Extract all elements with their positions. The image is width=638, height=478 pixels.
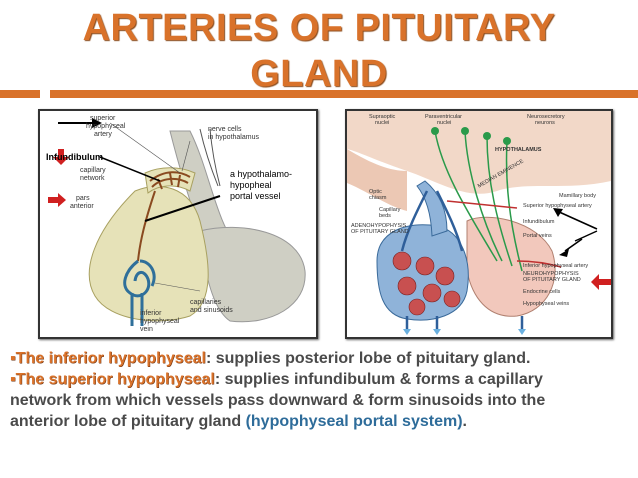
paragraph-superior-line-3: anterior lobe of pituitary gland (hypoph… [10,411,630,432]
bullet-2: ▪ [10,371,16,388]
right-diagram-svg [347,111,611,335]
rlabel-inferior-artery: Inferior hypophyseal artery [523,263,589,269]
paragraph-superior-line-2: network from which vessels pass downward… [10,392,546,409]
rlabel-neurosecretory: Neurosecretory [527,114,565,120]
label-in-hypothalamus: in hypothalamus [208,134,259,141]
rlabel-paraventricular: Paraventricular [425,114,462,120]
paragraph-inferior: ▪The inferior hypophyseal: supplies post… [10,348,630,369]
rlabel-hypothalamus: HYPOTHALAMUS [495,147,542,153]
superior-line-3-text: anterior lobe of pituitary gland [10,413,246,430]
title-line-2: GLAND [250,53,388,95]
rlabel-superior-artery: Superior hypophyseal artery [523,203,592,209]
label-nerve-cells: nerve cells [208,126,242,133]
rlabel-mamillary: Mamillary body [559,193,596,199]
rlabel-hypophyseal-veins: Hypophyseal veins [523,301,570,307]
rlabel-chiasm: chiasm [369,195,387,201]
rlabel-neuro-1: NEUROHYPOPHYSIS [523,271,579,277]
pituitary-diagram-left: superior hypophyseal artery nerve cells … [38,109,318,339]
paragraph-superior-line-1: ▪The superior hypophyseal: supplies infu… [10,369,630,390]
inferior-hypophyseal-term: The inferior hypophyseal [15,350,206,367]
rlabel-nuclei: nuclei [375,120,390,126]
superior-hypophyseal-desc: : supplies infundibulum & forms a capill… [214,371,543,388]
label-anterior: anterior [70,203,94,210]
title-line-1: ARTERIES OF PITUITARY [82,7,556,49]
inferior-hypophyseal-desc: : supplies posterior lobe of pituitary g… [205,350,531,367]
label-portal-2: hypopheal [230,180,272,190]
superior-line-3-end: . [462,413,467,430]
rlabel-endocrine: Endocrine cells [523,289,561,295]
label-infundibulum: Infundibulum [46,152,103,162]
label-hypophyseal: hypophyseal [86,123,126,130]
superior-hypophyseal-term: The superior hypophyseal [15,371,215,388]
rlabel-neurons: neurons [535,120,555,126]
body-text: ▪The inferior hypophyseal: supplies post… [10,348,630,432]
rlabel-beds: beds [379,213,391,219]
rlabel-adeno-1: ADENOHYPOPHYSIS [351,223,407,229]
title-rule-left [0,90,40,98]
label-portal-3: portal vessel [230,191,281,201]
label-and-sinusoids: and sinusoids [190,307,233,314]
left-diagram-svg [48,118,306,326]
label-capillaries: capillaries [190,299,222,306]
rlabel-infundibulum: Infundibulum [523,219,555,225]
label-artery: artery [94,131,112,138]
rlabel-paraventricular-nuclei: nuclei [437,120,452,126]
title-rule-right [50,90,638,98]
label-inferior: inferior [140,310,162,317]
portal-system-highlight: (hypophyseal portal system) [245,413,463,430]
label-portal-1: a hypothalamo- [230,169,293,179]
label-capillary: capillary [80,167,106,174]
label-vein: vein [140,326,153,333]
rlabel-supraoptic: Supraoptic [369,114,396,120]
label-superior: superior [90,115,116,122]
rlabel-adeno-2: OF PITUITARY GLAND [351,229,409,235]
pituitary-diagram-right: Supraoptic nuclei Paraventricular nuclei… [345,109,613,339]
rlabel-capillary: Capillary [379,207,401,213]
rlabel-optic: Optic [369,189,382,195]
label-pars: pars [76,195,90,202]
label-network: network [80,175,105,182]
rlabel-neuro-2: OF PITUITARY GLAND [523,277,581,283]
bullet-1: ▪ [10,350,16,367]
label-inferior-hypophyseal: hypophyseal [140,318,180,325]
rlabel-portal-veins: Portal veins [523,233,552,239]
